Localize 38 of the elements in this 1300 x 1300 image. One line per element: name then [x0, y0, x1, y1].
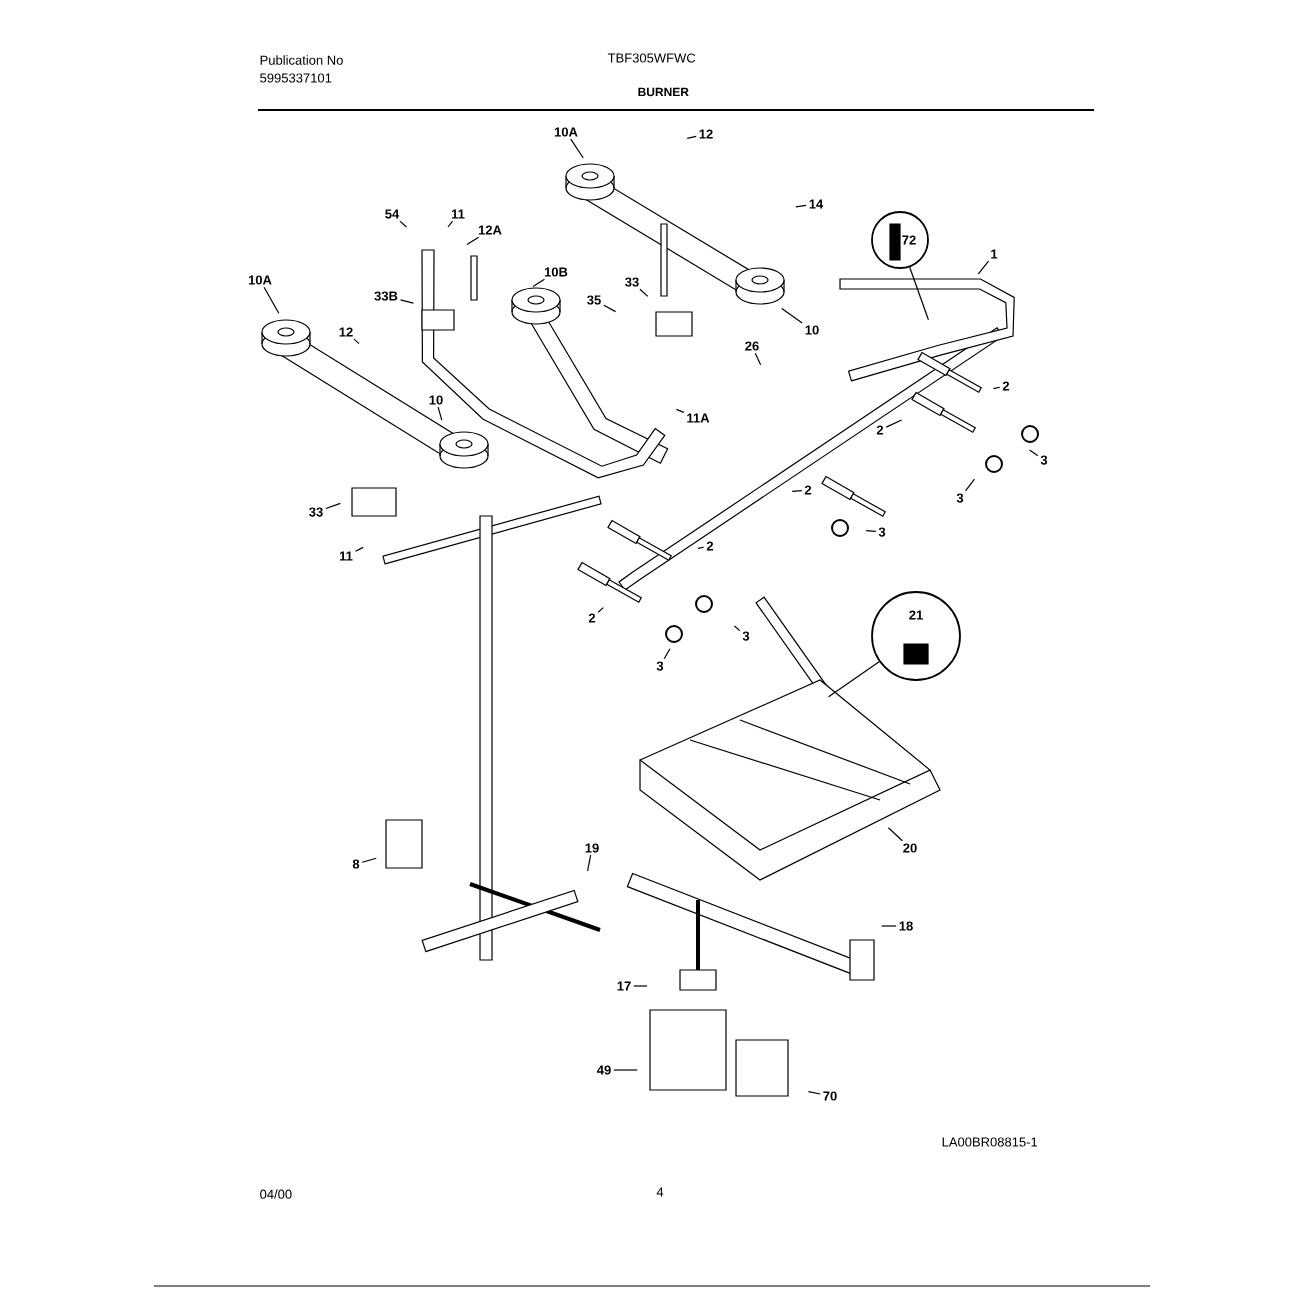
leader-line [754, 352, 762, 366]
leader-line [885, 419, 903, 428]
leader-line [795, 204, 807, 208]
leader-line [587, 854, 592, 872]
leader-line [354, 546, 364, 552]
leader-line [887, 827, 903, 842]
leader-line [697, 546, 705, 549]
leader-line [977, 260, 990, 275]
leader-line [263, 286, 280, 314]
leader-line [791, 489, 803, 492]
leader-line [663, 648, 671, 660]
leader-line [325, 502, 341, 510]
leader-line [437, 406, 443, 421]
leader-line [781, 307, 803, 324]
leader-line [570, 138, 584, 159]
leader-line [633, 985, 648, 987]
leader-line [733, 625, 741, 632]
leader-line [597, 607, 604, 613]
leader-line [686, 135, 697, 139]
leader-line [361, 857, 377, 863]
leader-line [828, 661, 880, 698]
leader-line [881, 925, 897, 927]
leader-line [865, 530, 877, 533]
leader-line [964, 478, 975, 492]
leader-line [992, 386, 1001, 390]
leader-line [807, 1091, 821, 1095]
leader-line [909, 266, 929, 321]
leader-line [532, 278, 546, 287]
leader-line [399, 220, 407, 228]
leader-line [675, 408, 685, 413]
leader-line [639, 288, 649, 297]
leader-line [353, 338, 360, 345]
leader-line [447, 220, 454, 228]
leader-line [603, 304, 617, 313]
leader-line [613, 1069, 638, 1071]
leader-line [466, 236, 480, 245]
leader-line [1029, 449, 1039, 457]
leader-line [399, 299, 414, 304]
